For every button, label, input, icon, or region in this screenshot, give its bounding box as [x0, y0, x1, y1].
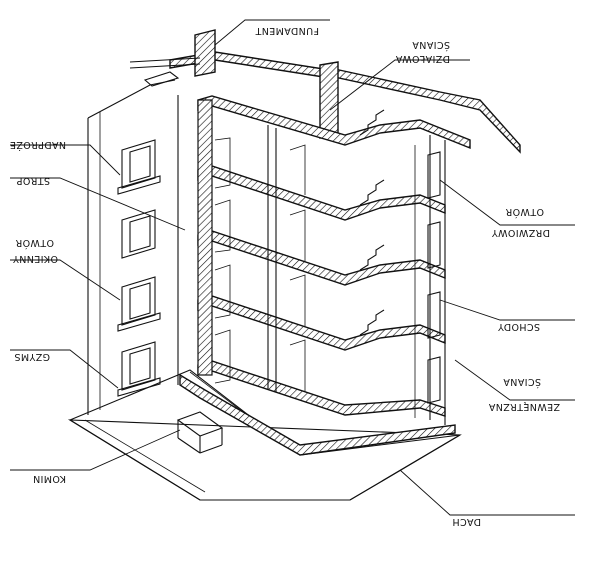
leader-lines — [10, 19, 575, 516]
label-otwor-okienny-2: OKIENNY — [13, 253, 58, 264]
label-otwor-drzwiowy-1: OTWÓR — [505, 206, 544, 218]
label-strop: STROP — [16, 175, 50, 186]
floor-slabs — [169, 29, 521, 417]
top-detail — [129, 57, 201, 87]
label-sciana-zew-2: ZEWNĘTRZNA — [488, 401, 560, 412]
label-otwor-drzwiowy-2: DRZWIOWY — [492, 227, 551, 238]
label-otwor-okienny-1: OTWÓR — [15, 237, 54, 249]
label-dach: DACH — [452, 516, 481, 527]
label-sciana-top: ŚCIANA — [412, 39, 450, 51]
label-dzialowa: DZIAŁOWA — [395, 53, 450, 64]
label-sciana-zew-1: ŚCIANA — [503, 376, 541, 388]
chimney — [176, 411, 224, 454]
window-2 — [121, 209, 156, 259]
windows-left — [117, 139, 161, 397]
window-4 — [117, 341, 161, 397]
interior-walls — [197, 99, 446, 425]
window-3 — [117, 276, 161, 332]
label-gzyms: GZYMS — [14, 351, 50, 362]
label-fundament: FUNDAMENT — [255, 25, 319, 36]
outer-wall — [87, 79, 179, 415]
label-schody: SCHODY — [498, 321, 540, 332]
roof — [67, 369, 462, 501]
stairs — [359, 109, 385, 336]
labels: FUNDAMENT ŚCIANA DZIAŁOWA NADPROŻE STROP… — [10, 25, 560, 527]
label-komin: KOMIN — [33, 473, 66, 484]
door-openings — [427, 151, 441, 404]
label-nadproze: NADPROŻE — [10, 139, 66, 150]
window-1 — [117, 139, 161, 195]
rooms — [214, 137, 306, 392]
